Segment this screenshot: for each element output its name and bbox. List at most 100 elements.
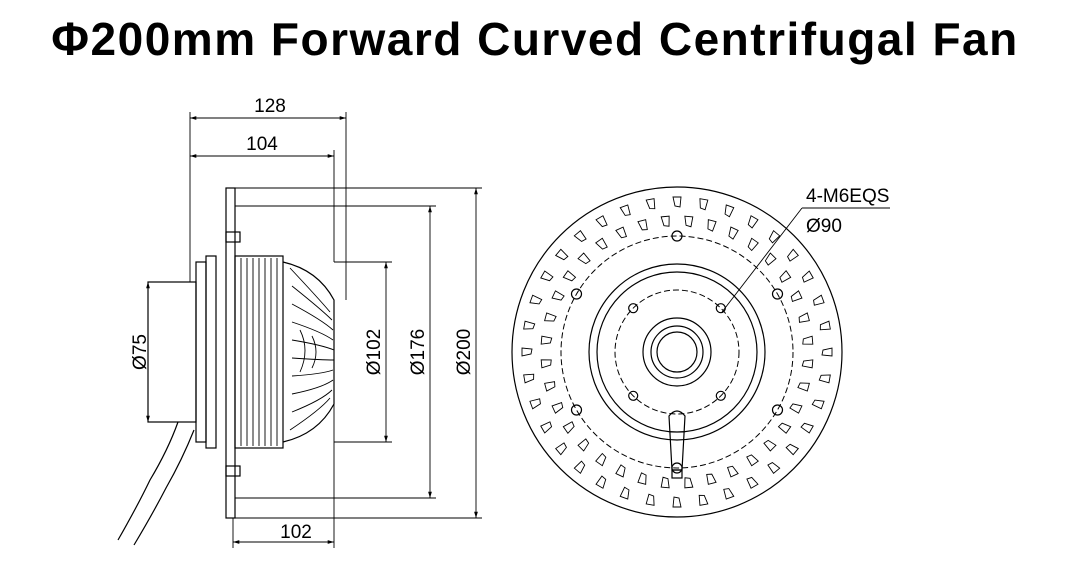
blade-slot xyxy=(540,270,554,282)
blade-slot xyxy=(637,219,648,231)
dim-128-label: 128 xyxy=(254,96,286,117)
blade-slot xyxy=(595,237,608,250)
blade-slot xyxy=(551,290,565,301)
mounting-hole xyxy=(570,288,583,300)
mounting-hole xyxy=(771,288,784,300)
blade-slot xyxy=(728,226,739,240)
blade-slot xyxy=(615,464,626,478)
blade-slot xyxy=(746,454,759,467)
bolt-hole xyxy=(628,390,639,401)
blade-slot xyxy=(818,374,831,384)
cable xyxy=(117,421,179,541)
blade-slot xyxy=(595,452,607,467)
blade-slot xyxy=(764,252,777,266)
mounting-circle xyxy=(560,235,794,469)
blade-slot xyxy=(699,198,709,211)
rotor-body xyxy=(234,255,284,449)
mounting-holes xyxy=(570,230,784,474)
blade-slot xyxy=(660,215,670,227)
blade-slot xyxy=(768,229,781,244)
blade-slot xyxy=(577,252,591,265)
blade-slot xyxy=(660,476,670,489)
hole-spec-label: 4-M6EQS xyxy=(806,186,889,207)
dia-200-label: Ø200 xyxy=(454,329,475,375)
blade-slot xyxy=(595,475,607,489)
blade-slot xyxy=(551,401,564,414)
bolt-hole xyxy=(628,303,639,314)
blade-slot xyxy=(521,347,533,357)
mounting-hole xyxy=(671,230,683,242)
blade-slot xyxy=(707,219,717,232)
blade-slot xyxy=(684,215,694,228)
motor-flange xyxy=(195,261,207,443)
blade-slot xyxy=(562,421,575,434)
blade-slot xyxy=(821,347,833,357)
blade-slot xyxy=(523,320,536,330)
cable-gland xyxy=(668,410,686,471)
blade-slot xyxy=(577,438,590,452)
blade-slot xyxy=(785,443,800,456)
blade-slot xyxy=(777,422,792,434)
blade-slot xyxy=(819,320,831,331)
dim-104-label: 104 xyxy=(246,134,278,155)
blade-slot xyxy=(645,198,656,210)
blade-slot xyxy=(523,373,535,384)
outer-rim xyxy=(511,186,843,518)
blade-slot xyxy=(798,312,810,323)
blade-slot xyxy=(544,312,557,322)
blade-slot xyxy=(529,294,543,305)
blade-slot xyxy=(746,476,759,489)
blade-slot xyxy=(573,460,586,475)
blade-slot xyxy=(540,421,553,434)
bolt-hole xyxy=(715,303,726,314)
side-view: 128 104 102 Ø75 Ø102 Ø176 Ø200 xyxy=(117,96,482,548)
clip-bottom xyxy=(225,465,241,477)
dia-102-label: Ø102 xyxy=(364,329,385,375)
clip-top xyxy=(225,231,241,243)
blade-slot xyxy=(801,359,814,369)
blade-slot xyxy=(747,215,759,229)
shaft-hub xyxy=(642,317,712,387)
blade-slot xyxy=(637,472,647,485)
blade-slot xyxy=(797,382,810,392)
blade-slot xyxy=(787,248,799,262)
dim-102-label: 102 xyxy=(280,522,312,543)
page-title: Φ200mm Forward Curved Centrifugal Fan xyxy=(51,13,1019,65)
blade-slot xyxy=(540,359,552,369)
blade-slot xyxy=(779,270,792,283)
leader-line xyxy=(721,207,803,313)
bolt-hole xyxy=(715,390,726,401)
blade-slot xyxy=(529,398,541,410)
blade-slot xyxy=(595,215,608,228)
impeller-cone xyxy=(282,261,335,443)
blade-slot xyxy=(672,496,682,508)
blade-slot xyxy=(554,248,569,261)
blade-slot xyxy=(645,493,655,506)
blade-slot xyxy=(790,290,803,303)
blade-slot xyxy=(615,226,628,239)
front-view: 4-M6EQS Ø90 xyxy=(511,186,890,518)
motor-hub xyxy=(147,281,197,423)
blade-slot xyxy=(562,270,577,282)
blade-slot xyxy=(619,204,631,216)
bolt-circle-label: Ø90 xyxy=(806,216,842,237)
blade-slot xyxy=(801,270,814,283)
blade-slot xyxy=(811,399,825,410)
blade-slot xyxy=(800,422,814,434)
blade-slot xyxy=(540,335,553,345)
blade-slot xyxy=(672,196,682,208)
mounting-hole xyxy=(570,404,583,416)
blade-slot xyxy=(813,294,825,306)
blade-slot xyxy=(619,486,630,500)
blade-slot xyxy=(763,439,777,452)
motor-flange-inner xyxy=(205,255,217,449)
blade-slot xyxy=(555,442,567,456)
blade-slot xyxy=(706,473,717,485)
blade-slot xyxy=(544,381,556,392)
blade-slot xyxy=(747,237,759,252)
mounting-hole xyxy=(771,404,784,416)
blade-slot xyxy=(684,477,694,489)
dia-75-label: Ø75 xyxy=(130,334,151,370)
blade-slot xyxy=(573,230,587,242)
